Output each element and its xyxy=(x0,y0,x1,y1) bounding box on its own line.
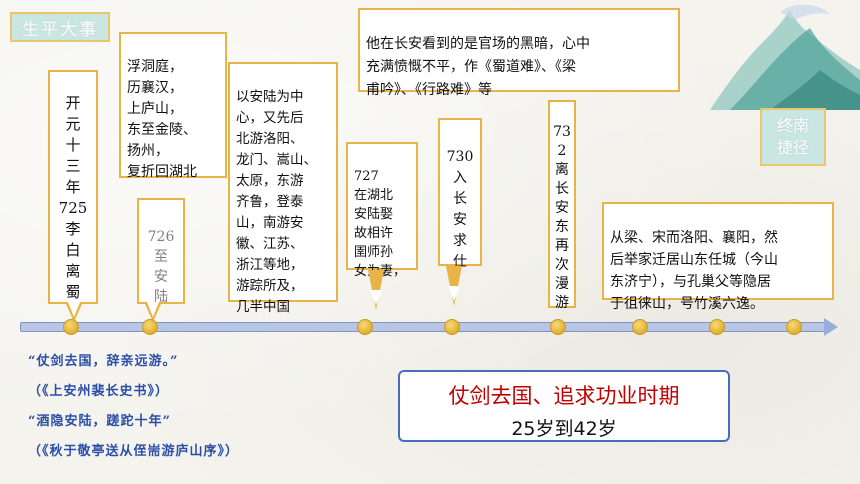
event-callout-anlu-center: 以安陆为中 心，又先后 北游洛阳、 龙门、嵩山、 太原，东游 齐鲁，登泰 山，南… xyxy=(228,62,338,315)
event-text-725: 开 元 十 三 年 725 李 白 离 蜀 xyxy=(58,94,88,301)
callout-pointer xyxy=(368,270,384,310)
timeline-dot xyxy=(63,319,79,335)
event-text-730: 730 入 长 安 求 仕 xyxy=(446,149,474,270)
event-text-travels: 浮洞庭， 历襄汉， 上庐山， 东至金陵、 扬州， 复折回湖北 xyxy=(127,59,197,180)
period-age-range: 25岁到42岁 xyxy=(511,418,617,440)
event-callout-726: 726 至 安 陆 xyxy=(137,198,185,322)
quote-source: （《上安州裴长史书》） xyxy=(28,384,170,399)
timeline-dot xyxy=(786,319,802,335)
quote-line: “酒隐安陆，蹉跎十年” xyxy=(28,414,171,429)
timeline-dot xyxy=(444,319,460,335)
event-callout-732: 73 2 离 长 安 东 再 次 漫 游 xyxy=(548,100,576,311)
event-callout-727: 727 在湖北 安陆娶 故相许 圉师孙 女为妻， xyxy=(346,142,418,310)
period-title: 仗剑去国、追求功业时期 xyxy=(448,384,680,408)
timeline-dot xyxy=(142,319,158,335)
life-events-tag-label: 生平大事 xyxy=(22,19,98,40)
event-text-727: 727 在湖北 安陆娶 故相许 圉师孙 女为妻， xyxy=(354,169,407,279)
event-callout-725: 开 元 十 三 年 725 李 白 离 蜀 xyxy=(48,70,98,322)
callout-pointer xyxy=(446,266,462,306)
event-text-changan: 他在长安看到的是官场的黑暗，心中 充满愤慨不平，作《蜀道难》、《梁 甫吟》、《行… xyxy=(366,36,590,98)
event-text-retreat: 从梁、宋而洛阳、襄阳，然 后举家迁居山东任城（今山 东济宁），与孔巢父等隐居 于… xyxy=(610,230,778,312)
shortcut-tag-label: 终南 捷径 xyxy=(776,116,809,157)
period-summary-box: 仗剑去国、追求功业时期 25岁到42岁 xyxy=(398,370,730,442)
event-text-732: 73 2 离 长 安 东 再 次 漫 游 xyxy=(553,124,571,311)
mountain-decoration xyxy=(710,4,860,110)
quote-line: “仗剑去国，辞亲远游。” xyxy=(28,354,179,369)
event-callout-retreat: 从梁、宋而洛阳、襄阳，然 后举家迁居山东任城（今山 东济宁），与孔巢父等隐居 于… xyxy=(602,202,834,312)
timeline-arrowhead xyxy=(824,318,838,336)
timeline-dot xyxy=(709,319,725,335)
shortcut-tag: 终南 捷径 xyxy=(760,108,826,166)
event-text-anlu-center: 以安陆为中 心，又先后 北游洛阳、 龙门、嵩山、 太原，东游 齐鲁，登泰 山，南… xyxy=(236,89,317,315)
event-text-726: 726 至 安 陆 xyxy=(147,229,175,305)
timeline-axis xyxy=(20,322,826,332)
callout-pointer xyxy=(66,302,82,322)
event-callout-changan: 他在长安看到的是官场的黑暗，心中 充满愤慨不平，作《蜀道难》、《梁 甫吟》、《行… xyxy=(358,8,680,98)
life-events-tag: 生平大事 xyxy=(10,12,110,42)
event-callout-travels: 浮洞庭， 历襄汉， 上庐山， 东至金陵、 扬州， 复折回湖北 xyxy=(119,32,227,180)
timeline-dot xyxy=(357,319,373,335)
callout-pointer xyxy=(145,302,161,322)
timeline-dot xyxy=(550,319,566,335)
quote-source: （《秋于敬亭送从侄耑游庐山序》） xyxy=(28,444,240,459)
event-callout-730: 730 入 长 安 求 仕 xyxy=(438,118,482,306)
timeline-dot xyxy=(632,319,648,335)
